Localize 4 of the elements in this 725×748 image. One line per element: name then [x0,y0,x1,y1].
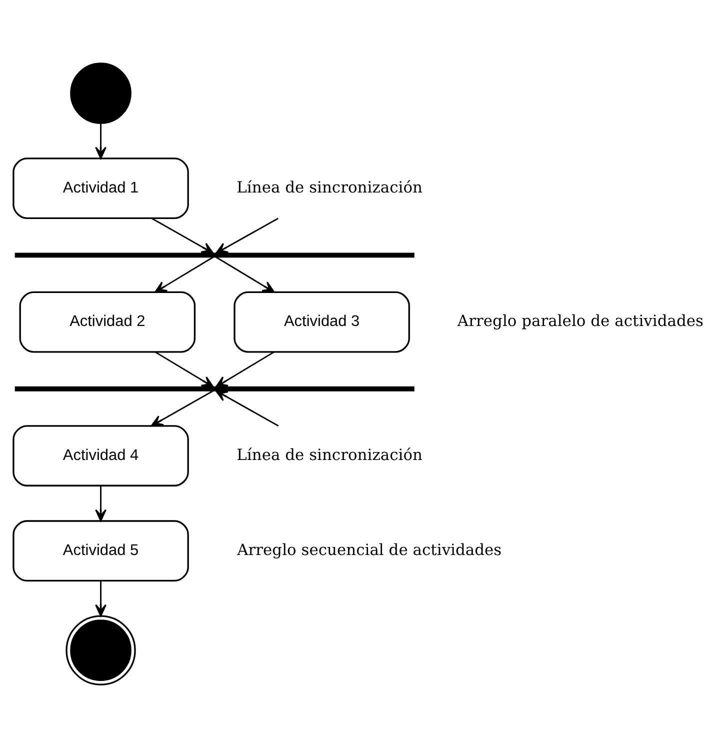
label: Arreglo secuencial de actividades [236,540,502,559]
node-text: Línea de sincronización [236,446,422,464]
node-text: Línea de sincronización [236,178,422,196]
label: Arreglo paralelo de actividades [456,312,703,330]
